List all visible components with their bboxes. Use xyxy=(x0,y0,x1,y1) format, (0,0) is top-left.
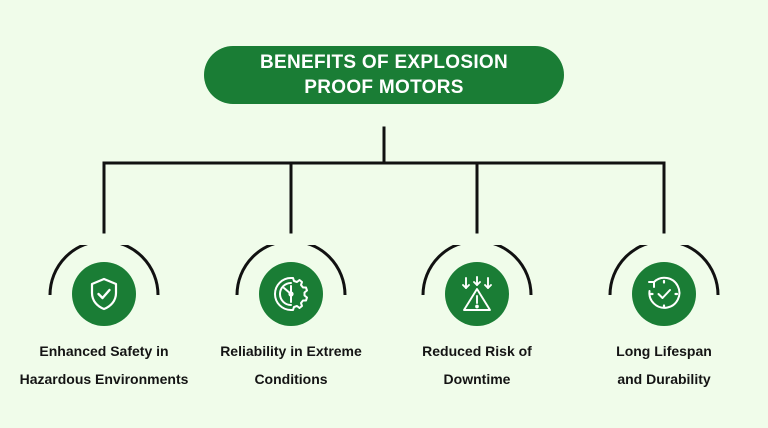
benefit-node-4 xyxy=(604,245,724,326)
arc-decoration xyxy=(235,245,347,296)
benefit-label-3: Reduced Risk of Downtime xyxy=(422,343,532,387)
arc-decoration xyxy=(48,245,160,296)
warning-arrows-icon xyxy=(462,276,492,311)
title-line-1: BENEFITS OF EXPLOSION xyxy=(259,52,509,73)
benefit-icon-circle xyxy=(632,262,696,326)
benefit-node-2 xyxy=(231,245,351,326)
title-pill: BENEFITS OF EXPLOSION PROOF MOTORS xyxy=(204,46,564,104)
arc-decoration xyxy=(421,245,533,296)
benefit-label-2: Reliability in Extreme Conditions xyxy=(220,343,362,387)
benefit-label-1: Enhanced Safety in Hazardous Environment… xyxy=(19,343,189,387)
benefit-node-3 xyxy=(417,245,537,326)
benefit-icon-circle xyxy=(259,262,323,326)
benefit-label-4: Long Lifespan and Durability xyxy=(616,343,712,387)
gauge-gear-icon xyxy=(274,277,308,311)
clock-check-icon xyxy=(648,276,681,309)
shield-check-icon xyxy=(90,277,118,311)
benefit-node-1 xyxy=(44,245,164,326)
benefit-icon-circle xyxy=(445,262,509,326)
benefit-icon-circle xyxy=(72,262,136,326)
arc-decoration xyxy=(608,245,720,296)
title-line-2: PROOF MOTORS xyxy=(304,77,464,98)
